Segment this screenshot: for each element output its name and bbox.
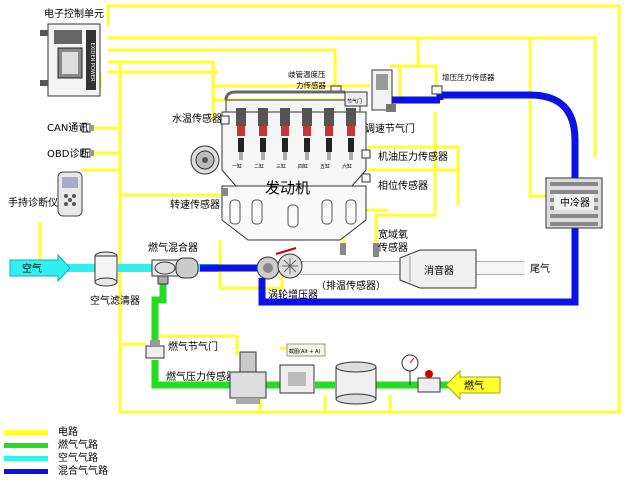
cylinder-3: 三缸 [276,163,286,170]
obd-connector [81,148,94,158]
obd-label: OBD诊断 [47,147,89,160]
gas-mixer [151,257,199,285]
air-filter-label: 空气滤清器 [90,294,140,307]
legend-label-electric: 电路 [58,425,78,438]
throttle-tag: 节气门 [347,98,362,105]
wide-o2-sensor [373,243,379,257]
handheld-diagnostic-icon [57,171,83,217]
phase-sensor-label: 相位传感器 [378,179,428,192]
gas-pressure-label: 燃气压力传感器 [166,370,236,383]
ecu: EXIDEN POWER [40,23,101,97]
muffler [399,249,477,289]
wide-o2-label: 宽域氧 [378,228,408,241]
speed-throttle [344,69,396,112]
exhaust-pipe [300,261,525,275]
boost-sensor-label: 增压压力传感器 [442,72,495,82]
air-inlet-arrow [9,253,71,283]
cylinder-coils [236,108,356,160]
boost-sensor [431,85,443,95]
engine-label: 发动机 [265,179,310,197]
pressure-regulator [229,351,267,404]
manifold-temp-label: 歧管温度压 [288,69,326,79]
wide-o2-label-2: 传感器 [378,241,408,254]
air-label: 空气 [22,262,42,275]
legend-label-mixture: 混合气气路 [58,464,108,477]
speed-sensor-label: 转速传感器 [170,198,220,211]
gas-label: 燃气 [464,379,484,392]
legend-swatch-air [4,456,48,461]
legend-label-fuel: 燃气气路 [58,438,98,451]
muffler-label: 消音器 [424,264,454,277]
shutoff-valve [279,364,315,394]
mixture-path [200,91,579,306]
pressure-gauge [401,354,419,385]
intercooler [545,177,603,229]
cylinder-2: 二缸 [254,163,264,170]
cylinder-1: 一缸 [232,163,242,170]
screenshot-tooltip-text: 截图(Alt + A) [289,348,321,355]
oil-pressure-label: 机油压力传感器 [378,150,448,163]
exhaust-label: 尾气 [530,262,550,275]
legend: 电路 燃气气路 空气气路 混合气气路 [4,425,108,477]
handheld-label: 手持诊断仪 [8,196,58,209]
water-temp-label: 水温传感器 [172,112,222,125]
gas-throttle [145,340,165,359]
screenshot-tooltip: 截图(Alt + A) [286,343,326,357]
legend-swatch-fuel [4,443,48,448]
cylinder-5: 五缸 [320,163,330,170]
throttle-label: 调速节气门 [365,122,415,135]
exhaust-temp-sensor [340,243,346,255]
can-label: CAN通讯 [47,122,88,134]
exhaust-temp-label: （排温传感器） [316,279,386,292]
gas-throttle-label: 燃气节气门 [168,340,218,353]
legend-swatch-electric [4,430,48,435]
gas-valve [417,370,441,393]
cylinder-4: 四缸 [298,163,308,170]
intercooler-label: 中冷器 [560,196,590,209]
turbocharger [256,247,303,280]
air-filter [94,251,118,287]
gas-inlet-arrow [445,369,501,401]
can-connector [81,123,94,133]
ecu-label: 电子控制单元 [44,7,104,20]
legend-label-air: 空气气路 [58,451,98,464]
manifold-temp-label-2: 力传感器 [296,80,326,90]
cylinder-6: 六缸 [342,163,352,170]
legend-swatch-mixture [4,469,48,474]
gas-filter [335,361,377,405]
water-temp-sensor [220,115,230,125]
gas-mixer-label: 燃气混合器 [148,241,198,254]
ecu-brand: EXIDEN POWER [89,43,95,82]
turbo-label: 涡轮增压器 [268,288,318,301]
